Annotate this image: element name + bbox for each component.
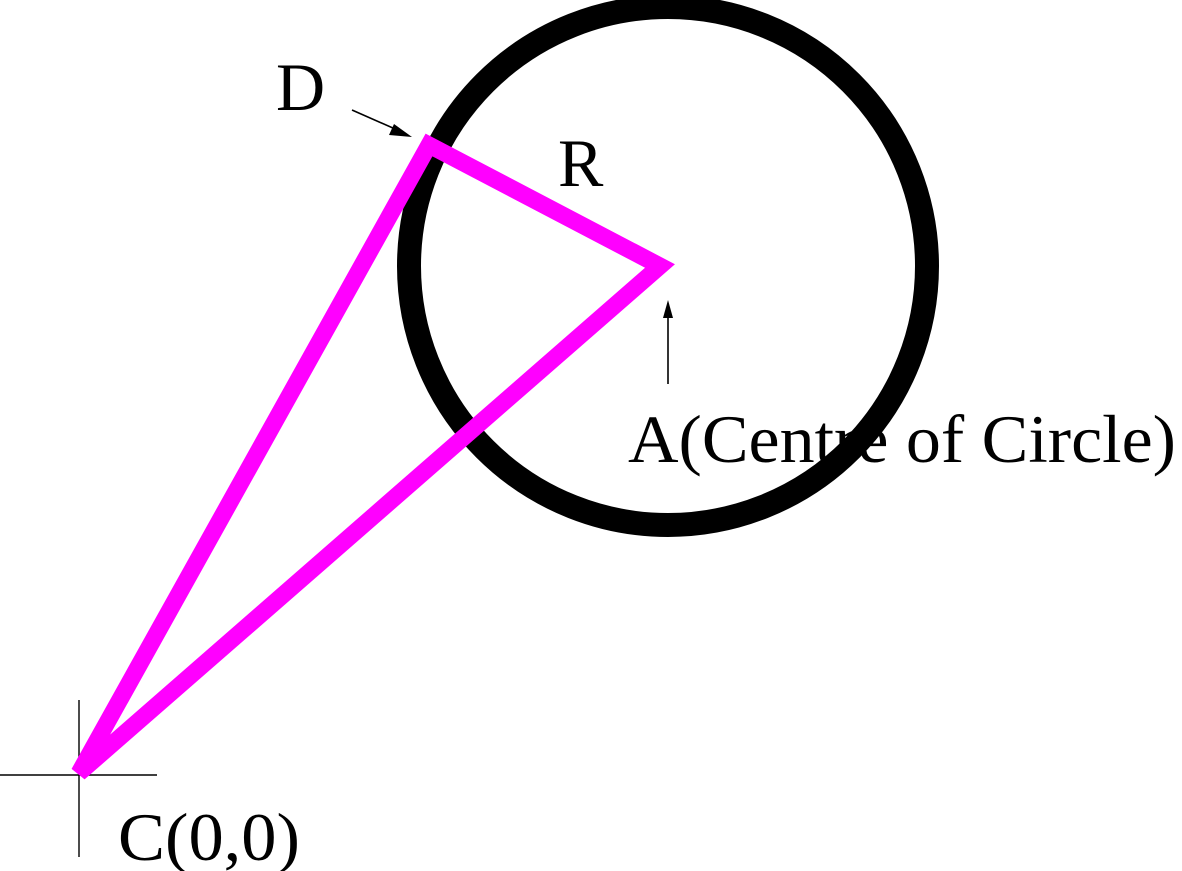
label-c-origin: C(0,0) bbox=[118, 799, 300, 871]
circle bbox=[397, 0, 939, 537]
arrow-to-d-head bbox=[389, 124, 412, 137]
triangle-cda bbox=[71, 133, 675, 780]
label-a-centre: A(Centre of Circle) bbox=[628, 401, 1176, 477]
label-r: R bbox=[558, 125, 604, 201]
arrow-to-a-head bbox=[663, 300, 673, 318]
label-d: D bbox=[276, 49, 325, 125]
